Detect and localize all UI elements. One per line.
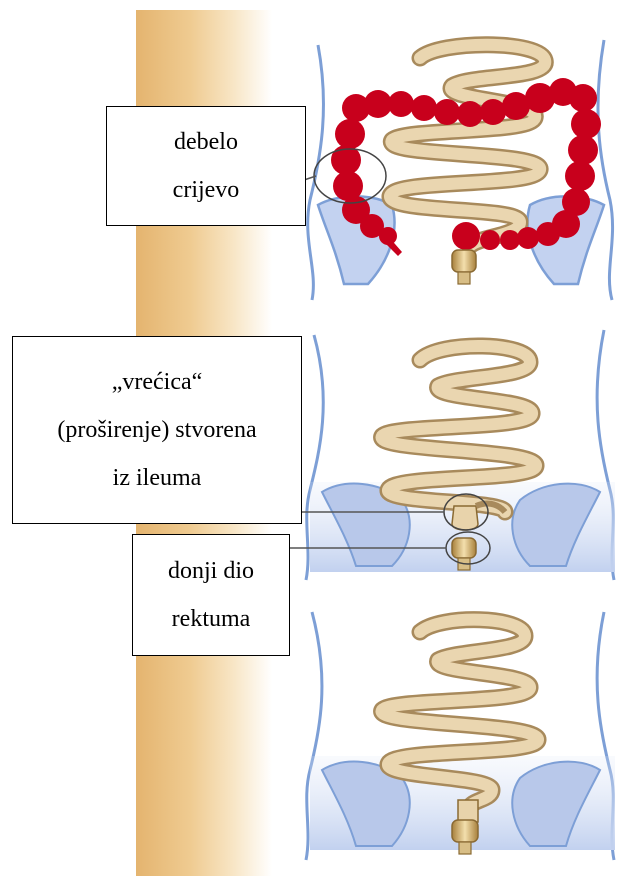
panel-colon-intact: [308, 40, 613, 300]
body-outline-right: [598, 40, 613, 300]
panel-pouch-joined: [306, 612, 615, 860]
colon: [331, 78, 601, 256]
label-pouch: „vrećica“ (proširenje) stvorena iz ileum…: [12, 336, 302, 524]
label-pouch-line-1: „vrećica“: [112, 358, 203, 406]
label-rectum-line-1: donji dio: [168, 547, 254, 595]
label-colon: debelo crijevo: [106, 106, 306, 226]
label-rectum: donji dio rektuma: [132, 534, 290, 656]
body-outline-left: [308, 45, 324, 300]
label-pouch-line-3: iz ileuma: [113, 454, 202, 502]
label-colon-line-1: debelo: [174, 118, 238, 166]
rectum-stub: [452, 250, 476, 284]
panel-pouch-created: [290, 330, 615, 580]
label-rectum-line-2: rektuma: [172, 595, 251, 643]
label-colon-line-2: crijevo: [173, 166, 240, 214]
label-pouch-line-2: (proširenje) stvorena: [57, 406, 256, 454]
